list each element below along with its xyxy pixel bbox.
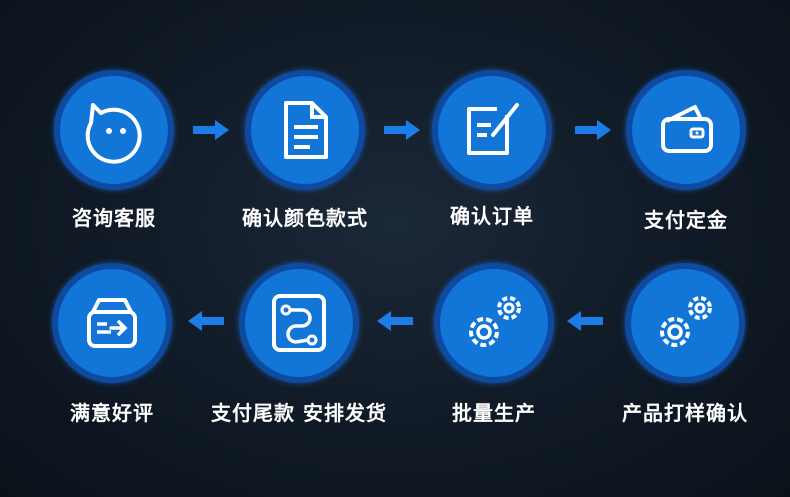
step-label: 批量生产 xyxy=(452,401,536,425)
document-icon xyxy=(284,101,328,159)
step-label: 咨询客服 xyxy=(72,206,156,230)
step-label: 支付尾款 安排发货 xyxy=(211,401,387,425)
delivery-box-icon xyxy=(87,298,137,348)
step-circle xyxy=(245,70,365,190)
step-confirm-color: 确认颜色款式 xyxy=(225,70,385,270)
step-label: 满意好评 xyxy=(70,401,154,425)
step-circle xyxy=(626,70,746,190)
arrow-left-icon xyxy=(188,311,224,331)
step-pay-deposit: 支付定金 xyxy=(606,70,766,270)
step-label: 确认颜色款式 xyxy=(242,206,368,230)
step-circle xyxy=(432,70,552,190)
step-good-review: 满意好评 xyxy=(32,263,192,463)
wallet-icon xyxy=(661,105,713,153)
flow-board-icon xyxy=(272,294,326,352)
edit-note-icon xyxy=(467,103,519,155)
step-final-payment-shipping: 支付尾款 安排发货 xyxy=(211,263,386,463)
step-label: 支付定金 xyxy=(644,208,728,232)
step-sample-confirm: 产品打样确认 xyxy=(605,263,765,463)
gears-icon xyxy=(469,296,521,347)
arrow-left-icon xyxy=(377,311,413,331)
arrow-right-icon xyxy=(193,120,229,140)
gears-icon xyxy=(660,296,712,347)
arrow-right-icon xyxy=(384,120,420,140)
step-circle xyxy=(54,70,174,190)
step-circle xyxy=(434,263,554,383)
arrow-left-icon xyxy=(567,311,603,331)
step-mass-production: 批量生产 xyxy=(414,263,574,463)
chat-face-icon xyxy=(85,103,142,164)
arrow-right-icon xyxy=(575,120,611,140)
step-circle xyxy=(52,263,172,383)
step-label: 确认订单 xyxy=(450,204,534,228)
step-label: 产品打样确认 xyxy=(622,401,748,425)
step-circle xyxy=(625,263,745,383)
step-circle xyxy=(239,263,359,383)
step-consult: 咨询客服 xyxy=(34,70,194,270)
step-confirm-order: 确认订单 xyxy=(412,70,572,270)
